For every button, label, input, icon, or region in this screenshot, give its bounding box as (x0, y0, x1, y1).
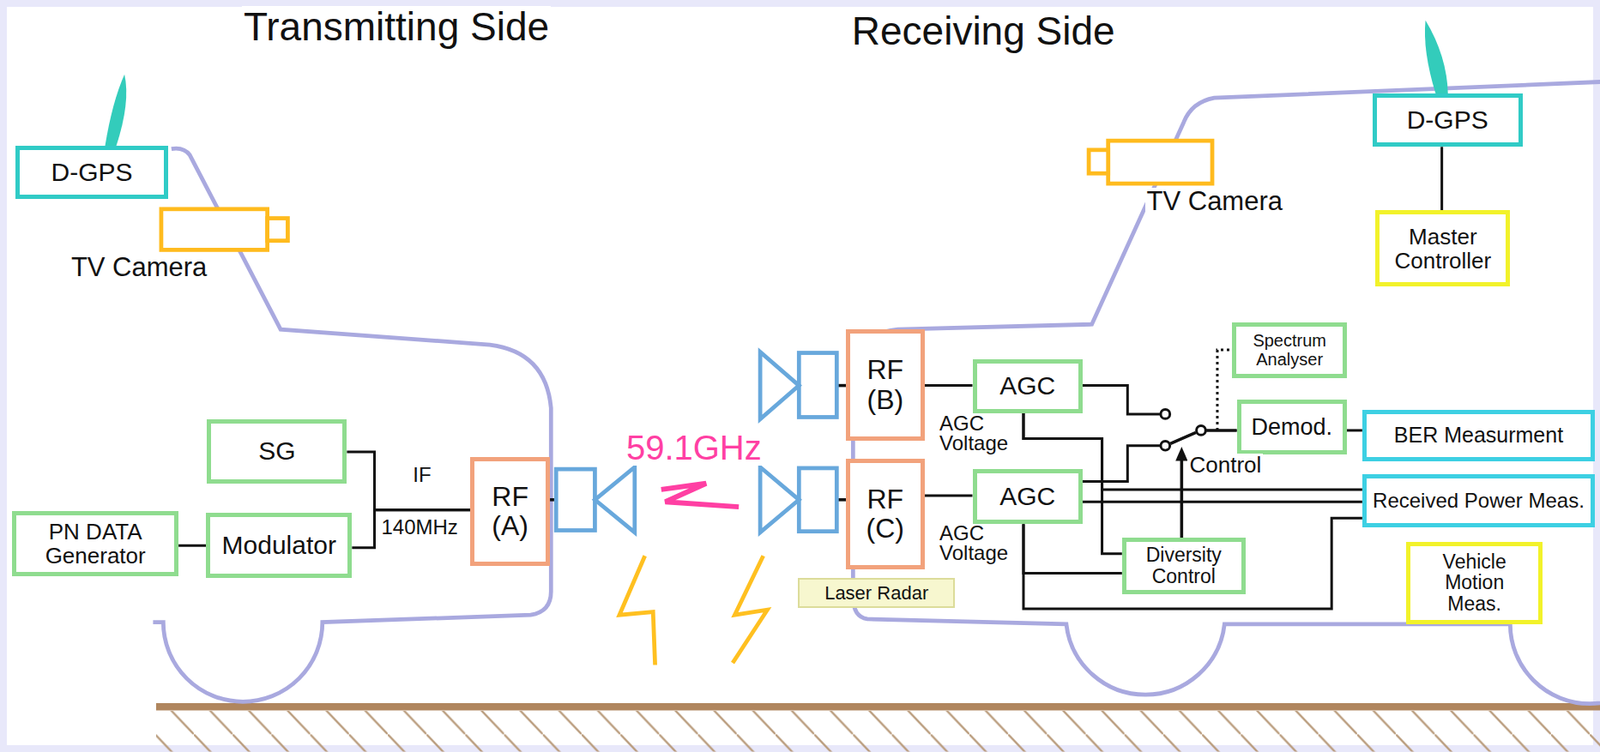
switch-contact (1160, 440, 1171, 451)
control-line (1180, 458, 1184, 539)
switch-pivot (1196, 426, 1207, 436)
signal-wire (1082, 430, 1238, 482)
side-heading: Transmitting Side (241, 6, 551, 48)
frequency-label: 140MHz (379, 516, 459, 538)
box-text: Master Controller (1387, 224, 1499, 273)
reflection-bolt (619, 555, 656, 665)
measurement-box: Vehicle Motion Meas. (1406, 542, 1543, 625)
ground-line (156, 703, 1600, 711)
box-text: AGC (999, 372, 1056, 400)
controller-box: Master Controller (1375, 210, 1510, 287)
data-generator-box: PN DATA Generator (12, 511, 179, 577)
camera-body (1108, 140, 1213, 184)
box-text: Laser Radar (824, 583, 929, 604)
radio-link-zigzag (661, 483, 739, 508)
switch-contact (1160, 410, 1171, 420)
gps-antenna (1424, 20, 1449, 95)
demodulator-box: Demod. (1237, 399, 1347, 455)
signal-wire (1346, 428, 1363, 432)
box-text: Spectrum Analyser (1242, 332, 1337, 369)
box-text: BER Measurment (1394, 423, 1564, 447)
box-text: RF (A) (491, 482, 529, 542)
signal-wire (924, 495, 973, 498)
box-text: RF (C) (866, 484, 905, 544)
box-text: RF (B) (866, 355, 904, 415)
box-text: Diversity Control (1132, 544, 1236, 588)
modulator-box: Modulator (205, 513, 352, 579)
receiving-car-outline (852, 81, 1600, 705)
agc-box: AGC (972, 469, 1083, 525)
rf-unit-box: RF (A) (470, 457, 550, 567)
camera-label: TV Camera (69, 253, 209, 283)
gps-box: D-GPS (15, 145, 169, 200)
signal-wire (1023, 524, 1123, 574)
camera-label: TV Camera (1145, 187, 1285, 217)
signal-label: IF (410, 464, 433, 486)
box-text: AGC (999, 483, 1056, 511)
signal-label: AGC Voltage (937, 414, 1010, 454)
horn-antenna (594, 467, 634, 533)
frame (3, 3, 1597, 749)
side-heading: Receiving Side (850, 10, 1117, 52)
box-text: D-GPS (51, 158, 133, 187)
signal-wire (346, 452, 471, 511)
antenna-feed (798, 468, 837, 532)
ground-hatch (156, 711, 1600, 752)
signal-wire (351, 510, 471, 549)
measurement-box: Received Power Meas. (1362, 474, 1595, 528)
rf-unit-box: RF (C) (845, 458, 925, 569)
signal-wire (1082, 386, 1238, 431)
gps-antenna (105, 74, 127, 146)
signal-wire (178, 544, 206, 548)
signal-wire (1440, 146, 1444, 211)
box-text: SG (258, 437, 296, 465)
box-text: Vehicle Motion Meas. (1431, 551, 1518, 616)
switch-blade (1170, 432, 1196, 444)
analyser-box: Spectrum Analyser (1231, 322, 1347, 379)
box-text: Received Power Meas. (1372, 489, 1585, 513)
signal-label: Control (1187, 453, 1263, 477)
sensor-box: Laser Radar (797, 578, 955, 609)
control-arrowhead (1175, 446, 1188, 462)
transmitting-car-outline (152, 148, 551, 702)
camera-lens (267, 218, 289, 242)
monitor-wire (1217, 350, 1232, 431)
camera-body (161, 209, 268, 251)
camera-lens (1088, 150, 1109, 174)
box-text: Modulator (222, 531, 337, 560)
diversity-box: Diversity Control (1122, 537, 1246, 595)
box-text: Demod. (1251, 415, 1334, 441)
horn-antenna (760, 351, 799, 420)
box-text: PN DATA Generator (30, 519, 160, 568)
reflection-bolt (732, 555, 767, 664)
antenna-feed (555, 469, 595, 531)
signal-wire (924, 384, 973, 387)
signal-wire (1023, 518, 1363, 610)
signal-generator-box: SG (206, 419, 347, 484)
gps-box: D-GPS (1372, 93, 1523, 147)
agc-box: AGC (972, 359, 1083, 414)
rf-unit-box: RF (B) (845, 329, 925, 441)
measurement-box: BER Measurment (1362, 410, 1595, 461)
signal-label: AGC Voltage (937, 524, 1010, 564)
horn-antenna (760, 467, 799, 533)
antenna-feed (798, 353, 837, 418)
box-text: D-GPS (1406, 106, 1489, 134)
signal-wire (1082, 501, 1363, 504)
frequency-label: 59.1GHz (624, 429, 764, 466)
